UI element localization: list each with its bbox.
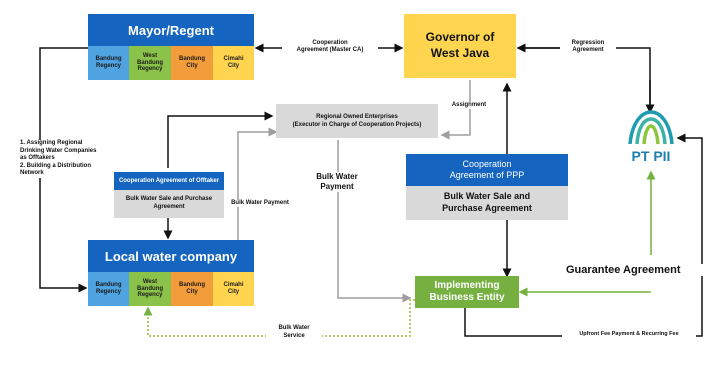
offtaker-agreement-box: Cooperation Agreement of Offtaker Bulk W… (114, 172, 224, 218)
label-cooperation-agreement: Cooperation Agreement (Master CA) (282, 40, 378, 55)
pt-pii-logo: PT PII (620, 104, 682, 170)
local-cell-cimahi-city: Cimahi City (213, 272, 254, 306)
edge-governor-ptpii (518, 47, 651, 110)
governor-box: Governor of West Java (404, 14, 516, 78)
label-assigning: 1. Assigning Regional Drinking Water Com… (20, 140, 116, 178)
mayor-regent-box: Mayor/Regent Bandung Regency West Bandun… (88, 14, 254, 80)
edge-bulk-water-service (143, 299, 415, 337)
label-regression-agreement: Regression Agreement (560, 40, 616, 55)
label-bulk-water-payment: Bulk Water Payment (312, 172, 362, 192)
edge-enterprise-implementing (337, 140, 412, 303)
mayor-cell-bandung-regency: Bandung Regency (88, 46, 129, 80)
regional-enterprise-box: Regional Owned Enterprises (Executor in … (276, 104, 438, 138)
mayor-regent-title: Mayor/Regent (88, 14, 254, 46)
local-water-company-box: Local water company Bandung Regency West… (88, 240, 254, 306)
mayor-cell-cimahi-city: Cimahi City (213, 46, 254, 80)
label-bulk-water-payment-small: Bulk Water Payment (228, 200, 292, 208)
local-cell-bandung-regency: Bandung Regency (88, 272, 129, 306)
local-water-title: Local water company (88, 240, 254, 272)
ppp-agreement-title: Cooperation Agreement of PPP (406, 154, 568, 186)
local-cell-bandung-city: Bandung City (171, 272, 213, 306)
label-assignment: Assignment (444, 102, 494, 110)
edge-offtaker-enterprise (167, 111, 274, 168)
offtaker-agreement-body: Bulk Water Sale and Purchase Agreement (114, 190, 224, 218)
pt-pii-name: PT PII (631, 148, 671, 164)
edge-governor-enterprise (440, 80, 471, 140)
pt-pii-logo-icon (628, 110, 674, 145)
ppp-agreement-box: Cooperation Agreement of PPP Bulk Water … (406, 154, 568, 220)
edge-upfront-fee (464, 133, 703, 337)
regional-enterprise-line2: (Executor in Charge of Cooperation Proje… (292, 122, 422, 128)
edge-localwater-enterprise (237, 127, 278, 245)
offtaker-agreement-title: Cooperation Agreement of Offtaker (114, 172, 224, 190)
ppp-agreement-body: Bulk Water Sale and Purchase Agreement (406, 186, 568, 220)
mayor-cell-west-bandung-regency: West Bandung Regency (129, 46, 171, 80)
label-guarantee-agreement: Guarantee Agreement (566, 264, 706, 276)
label-upfront-fee: Upfront Fee Payment & Recurring Fee (562, 331, 696, 338)
local-cell-west-bandung-regency: West Bandung Regency (129, 272, 171, 306)
label-bulk-water-service: Bulk Water Service (266, 324, 322, 341)
implementing-entity-box: Implementing Business Entity (415, 276, 519, 308)
mayor-cell-bandung-city: Bandung City (171, 46, 213, 80)
regional-enterprise-line1: Regional Owned Enterprises (316, 113, 398, 120)
